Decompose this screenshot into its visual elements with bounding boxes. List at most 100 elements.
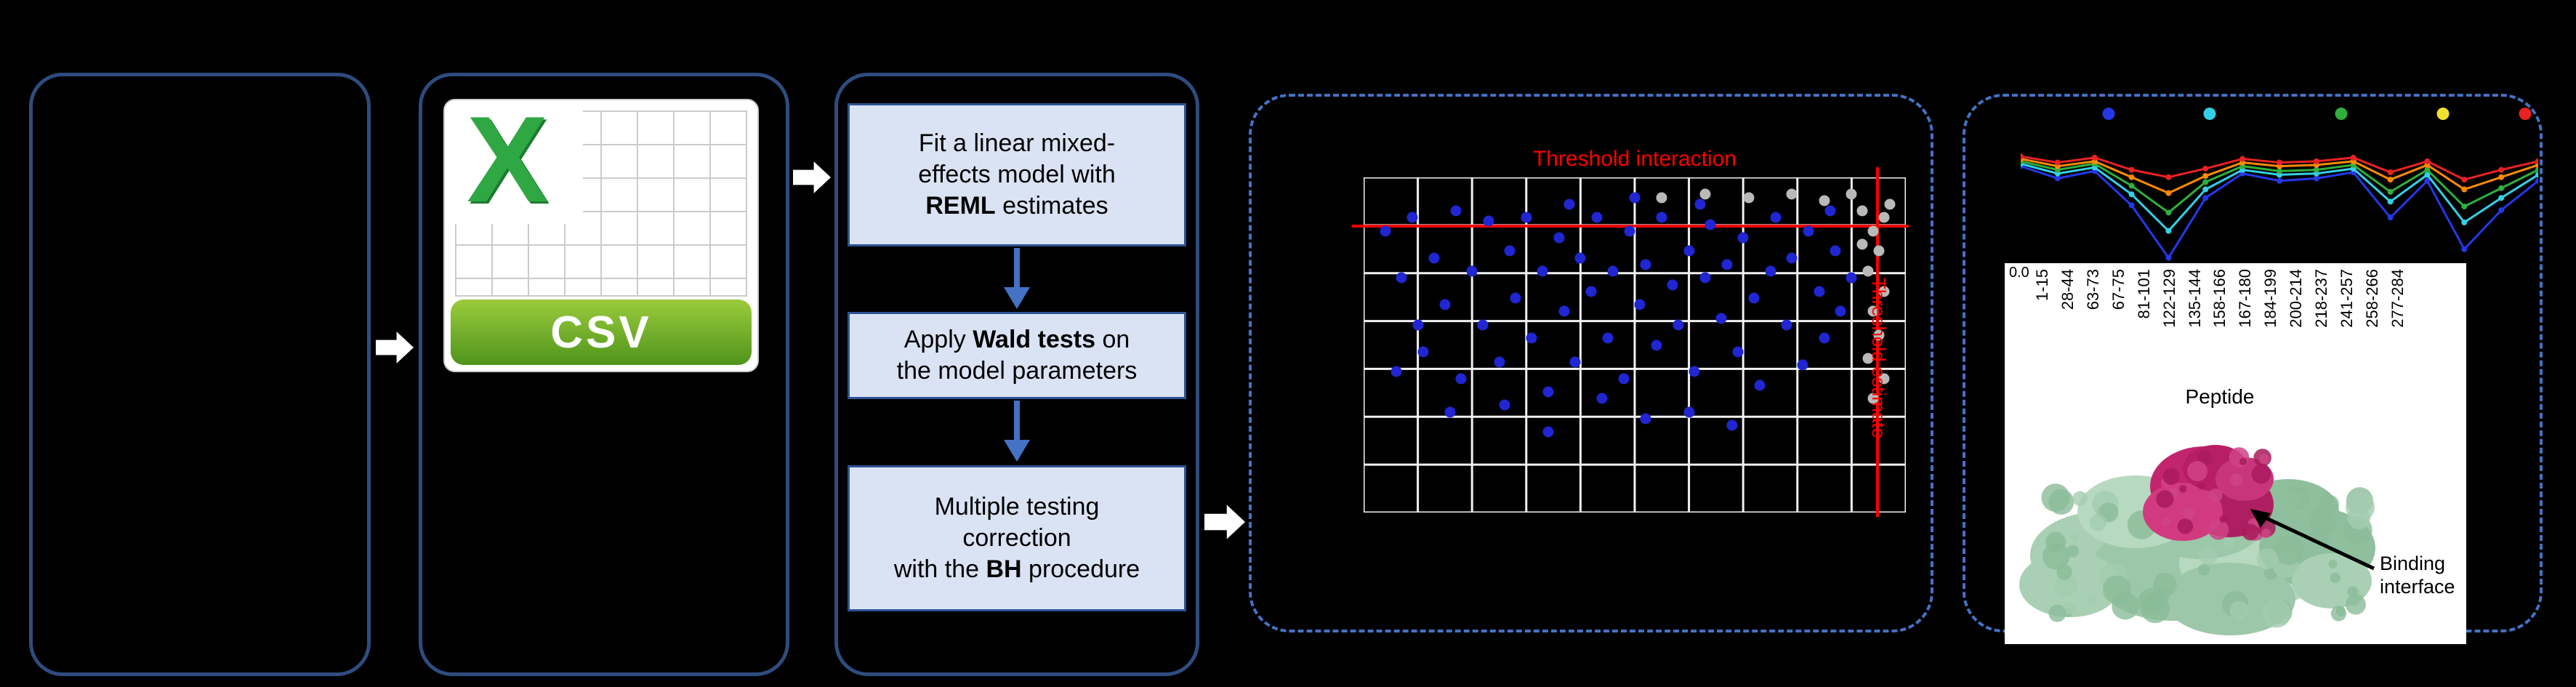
legend-dot-icon [2335, 108, 2348, 120]
gray-data-point [1856, 238, 1868, 250]
protein-structure [2019, 445, 2375, 635]
series-legend [2021, 108, 2538, 122]
gray-data-point [1743, 192, 1755, 204]
blue-data-point [1770, 212, 1782, 223]
step-text: Fit a linear mixed- effects model with R… [918, 129, 1116, 220]
step-box-bh: Multiple testing correction with the BH … [848, 465, 1186, 611]
blue-data-point [1673, 319, 1684, 331]
blue-data-point [1494, 356, 1505, 368]
blue-data-point [1667, 279, 1678, 291]
blue-data-point [1830, 245, 1841, 257]
blue-data-point [1558, 305, 1570, 317]
peptide-range-label: 258-266 [2362, 269, 2381, 328]
peptide-range-label: 241-257 [2338, 269, 2356, 328]
blue-data-point [1574, 252, 1586, 264]
peptide-range-label: 200-214 [2287, 269, 2306, 328]
panel-statistical-model [834, 73, 1199, 676]
uptake-line-chart [2018, 142, 2541, 264]
scatter-title: Threshold interaction [1532, 147, 1737, 171]
peptide-range-label: 63-73 [2083, 269, 2102, 310]
step-box-wald: Apply Wald tests on the model parameters [848, 312, 1186, 399]
blue-data-point [1412, 319, 1424, 331]
blue-data-point [1591, 212, 1603, 223]
step-box-reml: Fit a linear mixed- effects model with R… [848, 103, 1186, 246]
blue-data-point [1607, 265, 1619, 277]
blue-data-point [1715, 313, 1727, 324]
blue-data-point [1699, 272, 1711, 284]
peptide-range-label: 158-166 [2210, 269, 2229, 328]
gray-data-point [1884, 198, 1896, 210]
gray-data-point [1862, 353, 1874, 364]
gray-data-point [1867, 225, 1879, 237]
blue-data-point [1629, 192, 1641, 204]
blue-data-point [1689, 366, 1700, 377]
gray-data-point [1878, 286, 1890, 297]
gray-data-point [1873, 245, 1885, 257]
blue-data-point [1602, 332, 1614, 344]
blue-data-point [1444, 406, 1456, 418]
blue-data-point [1814, 286, 1825, 297]
gray-data-point [1786, 188, 1798, 200]
blue-data-point [1732, 346, 1744, 358]
gray-data-point [1867, 393, 1879, 404]
binding-interface-label: Binding interface [2380, 553, 2455, 598]
excel-x-logo: X [467, 91, 549, 228]
blue-data-point [1754, 379, 1766, 391]
peptide-range-label: 184-199 [2261, 269, 2280, 328]
blue-data-point [1694, 198, 1706, 210]
gray-data-point [1862, 265, 1874, 277]
scatter-plot-area [1352, 167, 1909, 517]
blue-data-point [1786, 252, 1798, 264]
peptide-range-label: 135-144 [2185, 269, 2204, 328]
gray-data-point [1846, 188, 1857, 200]
blue-data-point [1504, 245, 1516, 257]
csv-banner: CSV [451, 300, 752, 365]
panel-csv-file [419, 73, 789, 676]
blue-data-point [1596, 393, 1608, 404]
blue-data-point [1704, 219, 1716, 230]
blue-data-point [1765, 265, 1776, 277]
legend-dot-icon [2436, 108, 2450, 120]
blue-data-point [1390, 366, 1402, 377]
gray-data-point [1699, 188, 1711, 200]
blue-data-point [1781, 319, 1792, 331]
blue-data-point [1683, 245, 1695, 257]
down-arrow-icon [1002, 248, 1031, 314]
scatter-side-label: Threshold estimate [1868, 278, 1890, 439]
legend-dot-icon [2102, 108, 2115, 120]
scatter-grid [1364, 177, 1906, 513]
blue-data-point [1521, 212, 1532, 223]
blue-data-point [1526, 332, 1537, 344]
peptide-range-label: 277-284 [2388, 269, 2407, 328]
peptide-range-label: 218-237 [2312, 269, 2331, 328]
legend-dot-icon [2203, 108, 2216, 120]
excel-x-background [454, 109, 583, 224]
gray-data-point [1656, 192, 1667, 204]
binding-interface-arrow [2250, 509, 2375, 571]
gray-data-point [1819, 195, 1830, 206]
peptide-range-label: 28-44 [2058, 269, 2077, 310]
threshold-line-vertical [1875, 167, 1879, 517]
blue-data-point [1846, 272, 1857, 284]
blue-data-point [1737, 232, 1749, 244]
blue-data-point [1721, 259, 1733, 270]
right-arrow-icon [372, 329, 417, 366]
peptide-range-label: 1-15 [2033, 269, 2051, 302]
blue-data-point [1406, 212, 1418, 223]
blue-data-point [1537, 265, 1548, 277]
blue-data-point [1618, 373, 1630, 385]
blue-data-point [1640, 259, 1651, 270]
right-arrow-icon [1198, 502, 1252, 542]
blue-data-point [1569, 356, 1581, 368]
blue-data-point [1624, 225, 1635, 237]
gray-data-point [1873, 329, 1885, 341]
panel-input-data [29, 73, 371, 676]
right-arrow-icon [789, 158, 834, 196]
gray-data-point [1867, 305, 1879, 317]
blue-data-point [1428, 252, 1440, 264]
step-text: Multiple testing correction with the BH … [893, 492, 1140, 584]
peptide-range-label: 81-101 [2134, 269, 2153, 319]
panel-scatter-results [1249, 94, 1933, 632]
